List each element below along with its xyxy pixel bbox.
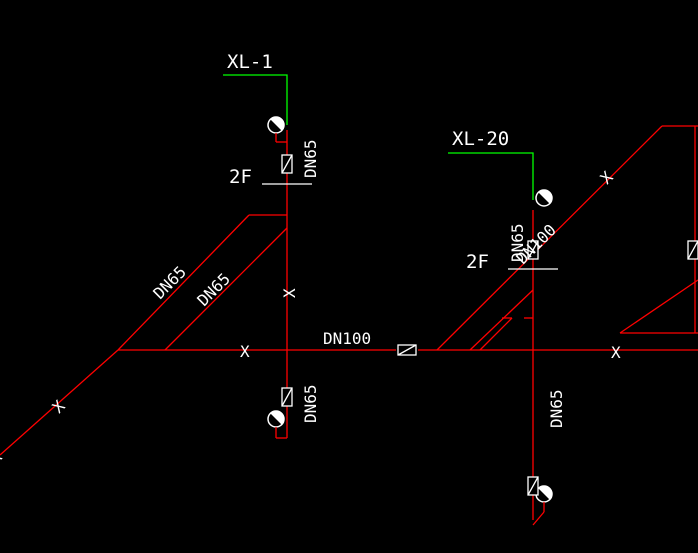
- diag-pipe-dn65-inner: [164, 227, 288, 351]
- valve-group: [281, 154, 698, 496]
- fire-hydrant-icon: [535, 189, 553, 207]
- floor-label-left: 2F: [229, 166, 252, 188]
- diag-pipe-left-lower: [0, 349, 119, 456]
- gate-valve-icon: [527, 240, 539, 260]
- fire-hydrant-icon: [267, 410, 287, 439]
- gate-valve-icon: [397, 344, 417, 356]
- floor-label-right: 2F: [466, 251, 489, 273]
- gate-valve-icon: [281, 154, 293, 174]
- riser-label-xl-20: XL-20: [452, 128, 509, 150]
- pipe-size-riser1-lower: DN65: [301, 384, 320, 423]
- riser20-tag-leader: [448, 152, 534, 200]
- riser1-tag-leader: [223, 74, 288, 125]
- diag-pipe-right-long: [436, 125, 663, 351]
- x-mark: X: [240, 342, 250, 361]
- x-mark: X: [280, 288, 299, 298]
- gate-valve-icon: [281, 387, 293, 407]
- diag-pipe-lower-right: [619, 279, 698, 334]
- diag-pipe-dn65-outer: [117, 214, 250, 351]
- fire-hydrant-icon: [267, 116, 287, 143]
- riser-label-xl-1: XL-1: [227, 51, 273, 73]
- pipe-network: [0, 125, 698, 520]
- riser-tag-lines: [223, 74, 534, 200]
- floor-lines: [262, 183, 558, 270]
- gate-valve-icon: [527, 476, 539, 496]
- gate-valve-icon: [687, 240, 698, 260]
- x-mark: X: [611, 343, 621, 362]
- pipe-size-main: DN100: [323, 329, 371, 348]
- pipe-size-riser20-upper: DN65: [508, 223, 527, 262]
- diag-pipe-right-short-1: [469, 289, 534, 351]
- diag-pipe-right-short-2: [479, 317, 513, 351]
- pipe-size-riser1-upper: DN65: [301, 139, 320, 178]
- pipe-size-riser20-lower: DN65: [547, 389, 566, 428]
